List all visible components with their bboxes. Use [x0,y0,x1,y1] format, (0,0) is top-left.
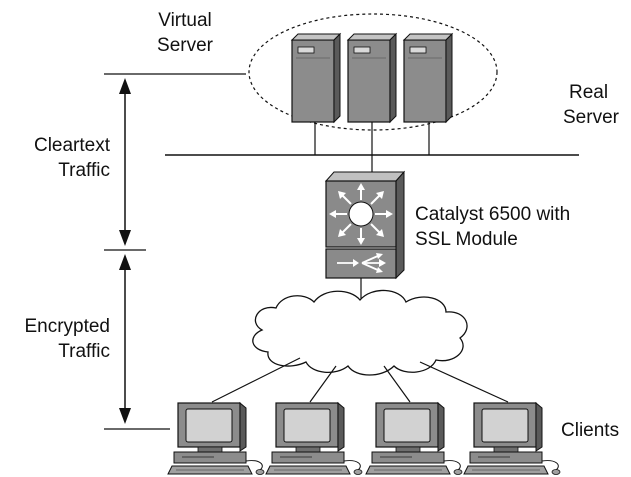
workstation-icon [365,402,463,476]
workstation-icon [265,402,363,476]
client-link [383,365,411,403]
clients-label: Clients [561,420,620,441]
client-link [419,361,509,403]
workstation-icon [167,402,265,476]
virtual-server-group [248,13,498,131]
encrypted-traffic-label: Encrypted Traffic [24,316,110,362]
client-link [309,365,337,403]
virtual-server-label: Virtual Server [157,10,213,56]
cloud-icon [252,289,468,376]
switch-icon [324,170,406,280]
catalyst-label: Catalyst 6500 with SSL Module [415,204,571,250]
cleartext-traffic-label: Cleartext Traffic [33,135,110,181]
client-link [211,357,301,403]
server-icon [347,33,397,123]
double-arrow-icon [119,78,131,246]
server-icon [403,33,453,123]
server-icon [291,33,341,123]
double-arrow-icon [119,254,131,424]
real-server-label: Real Server [563,82,619,128]
workstation-icon [463,402,561,476]
